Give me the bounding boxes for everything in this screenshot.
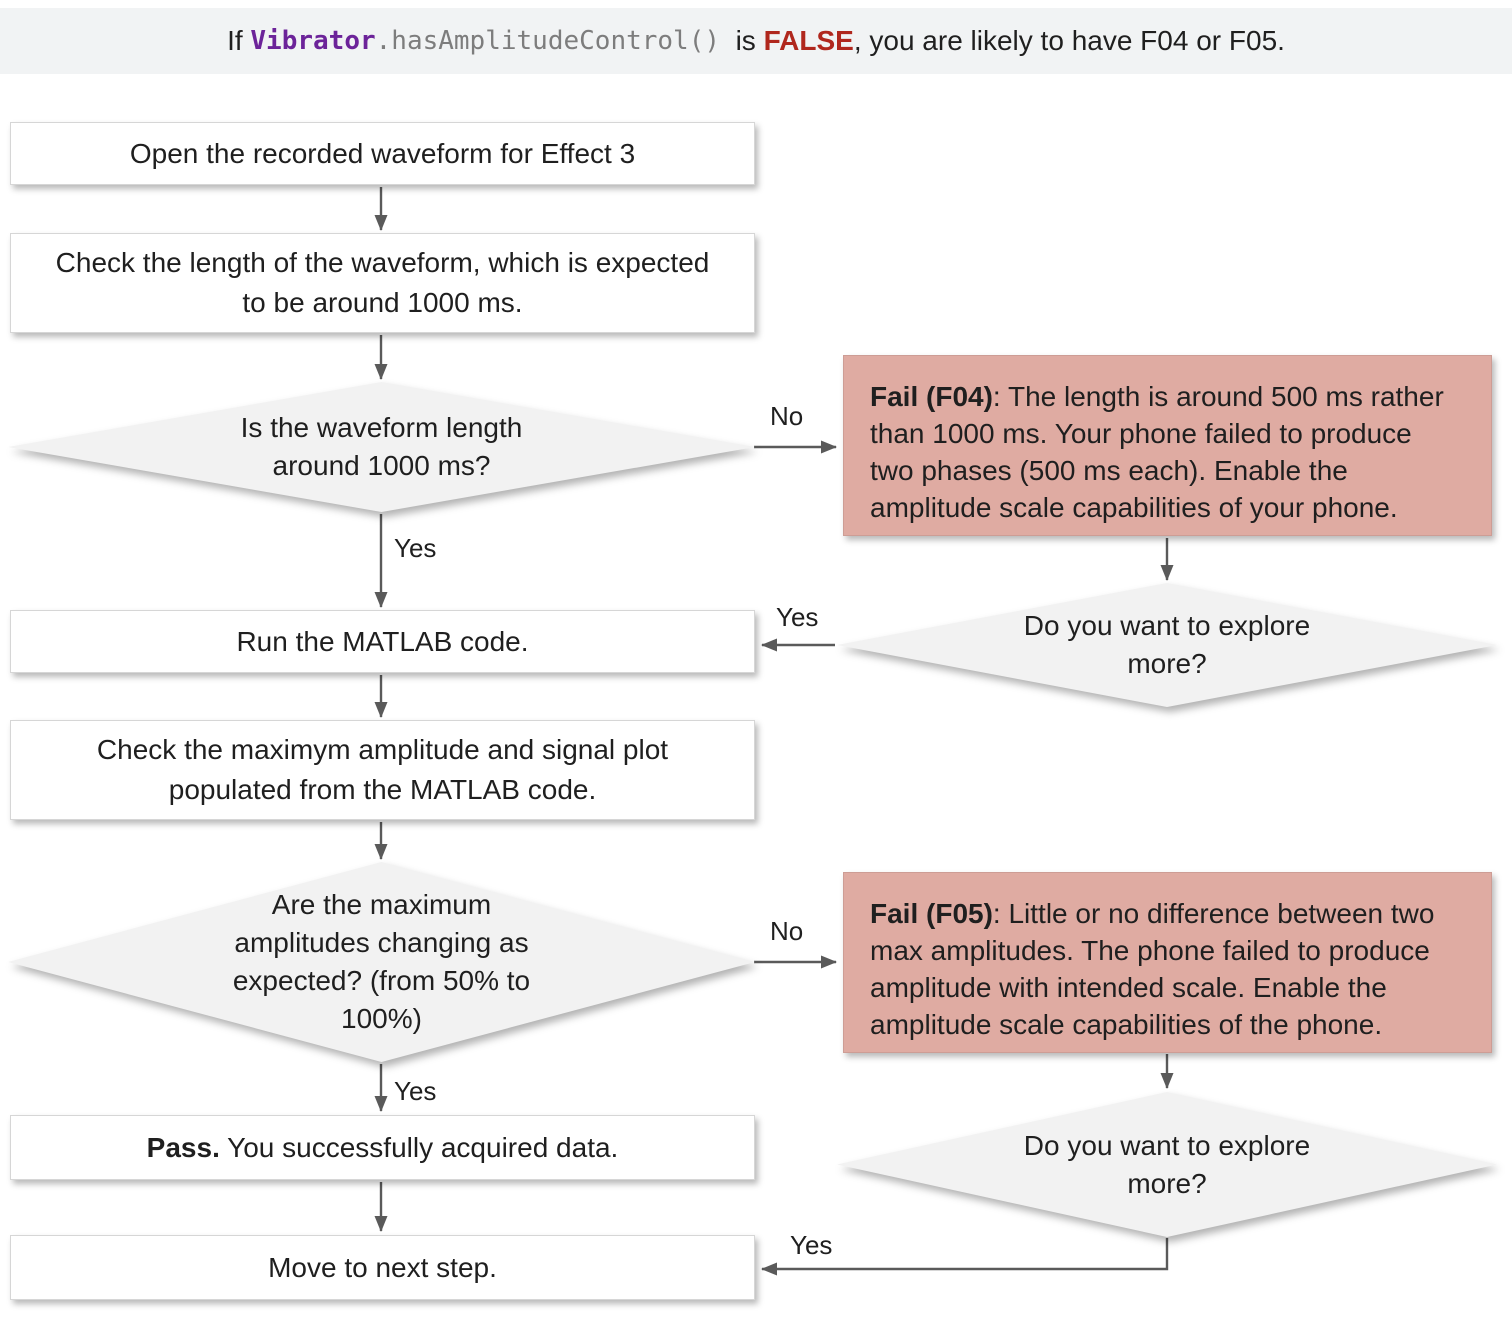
fail-f05-line2: max amplitudes. The phone failed to prod…: [870, 935, 1430, 966]
decision-waveform-length-line2: around 1000 ms?: [272, 450, 491, 481]
step-pass: Pass. You successfully acquired data.: [10, 1115, 755, 1180]
decision-explore2-line1: Do you want to explore: [1023, 1129, 1311, 1161]
banner-code-false: FALSE: [763, 25, 854, 56]
banner-suffix: , you are likely to have F04 or F05.: [853, 25, 1285, 56]
decision-explore1-line2: more?: [1127, 648, 1207, 679]
banner-prefix: If: [227, 25, 251, 56]
decision-explore-more-1: Do you want to explore more?: [837, 583, 1497, 707]
decision-amplitude-line3: expected? (from 50% to: [232, 965, 531, 996]
fail-f04-box: Fail (F04): The length is around 500 ms …: [843, 355, 1492, 536]
step-check-amplitude-line2: populated from the MATLAB code.: [168, 774, 597, 805]
decision-explore-more-2: Do you want to explore more?: [837, 1092, 1497, 1237]
decision-waveform-length-line1: Is the waveform length: [240, 412, 523, 443]
decision-amplitude-line1: Are the maximum: [271, 889, 492, 920]
step-pass-label: Pass. You successfully acquired data.: [147, 1128, 619, 1168]
step-check-length-line1: Check the length of the waveform, which …: [55, 247, 710, 278]
banner-middle: is: [720, 25, 764, 56]
fail-f05-line4: amplitude scale capabilities of the phon…: [870, 1009, 1383, 1040]
fail-f04-title: Fail (F04): [870, 381, 993, 412]
fail-f05-line1-rest: : Little or no difference between two: [992, 898, 1435, 929]
fail-f04-line3: two phases (500 ms each). Enable the: [870, 455, 1348, 486]
step-pass-rest: You successfully acquired data.: [219, 1131, 619, 1163]
decision-amplitude-change-shape: Are the maximum amplitudes changing as e…: [8, 862, 755, 1062]
fail-f05-line1: Fail (F05): Little or no difference betw…: [870, 895, 1481, 932]
edge-label-amplitude-no: No: [770, 916, 804, 946]
step-run-matlab-label: Run the MATLAB code.: [236, 625, 529, 657]
decision-explore-more-2-shape: Do you want to explore more?: [837, 1092, 1497, 1237]
decision-explore-more-1-shape: Do you want to explore more?: [837, 583, 1497, 707]
fail-f04-line1-rest: : The length is around 500 ms rather: [992, 381, 1444, 412]
fail-f05-title: Fail (F05): [870, 898, 993, 929]
fail-f05-box: Fail (F05): Little or no difference betw…: [843, 872, 1492, 1053]
step-check-length-line2: to be around 1000 ms.: [242, 287, 523, 318]
edge-label-explore2-yes: Yes: [790, 1230, 833, 1260]
decision-amplitude-line4: 100%): [341, 1003, 422, 1034]
edge-label-amplitude-yes: Yes: [394, 1076, 437, 1106]
decision-explore2-line2: more?: [1127, 1167, 1207, 1199]
step-next-label: Move to next step.: [268, 1251, 497, 1283]
step-run-matlab: Run the MATLAB code.: [10, 610, 755, 673]
edge-label-length-yes: Yes: [394, 533, 437, 563]
banner-code-method: .hasAmplitudeControl(): [375, 26, 721, 56]
fail-f04-line4: amplitude scale capabilities of your pho…: [870, 492, 1398, 523]
condition-banner: If Vibrator.hasAmplitudeControl() is FAL…: [0, 8, 1512, 74]
fail-f04-line1: Fail (F04): The length is around 500 ms …: [870, 378, 1481, 415]
decision-explore1-line1: Do you want to explore: [1023, 610, 1311, 641]
decision-amplitude-change: Are the maximum amplitudes changing as e…: [8, 862, 755, 1062]
decision-waveform-length-shape: Is the waveform length around 1000 ms?: [8, 382, 755, 512]
fail-f04-line2: than 1000 ms. Your phone failed to produ…: [870, 418, 1412, 449]
banner-code-class: Vibrator: [250, 26, 376, 56]
edge-label-explore1-yes: Yes: [776, 602, 819, 632]
step-check-amplitude: Check the maximym amplitude and signal p…: [10, 720, 755, 820]
fail-f05-line3: amplitude with intended scale. Enable th…: [870, 972, 1387, 1003]
step-open-waveform-label: Open the recorded waveform for Effect 3: [129, 137, 636, 169]
step-check-length: Check the length of the waveform, which …: [10, 233, 755, 333]
step-next: Move to next step.: [10, 1235, 755, 1300]
step-open-waveform: Open the recorded waveform for Effect 3: [10, 122, 755, 185]
step-pass-title: Pass.: [146, 1131, 220, 1163]
decision-waveform-length: Is the waveform length around 1000 ms?: [8, 382, 755, 512]
decision-amplitude-line2: amplitudes changing as: [234, 927, 529, 958]
edge-label-length-no: No: [770, 401, 804, 431]
step-check-amplitude-line1: Check the maximym amplitude and signal p…: [96, 734, 669, 765]
